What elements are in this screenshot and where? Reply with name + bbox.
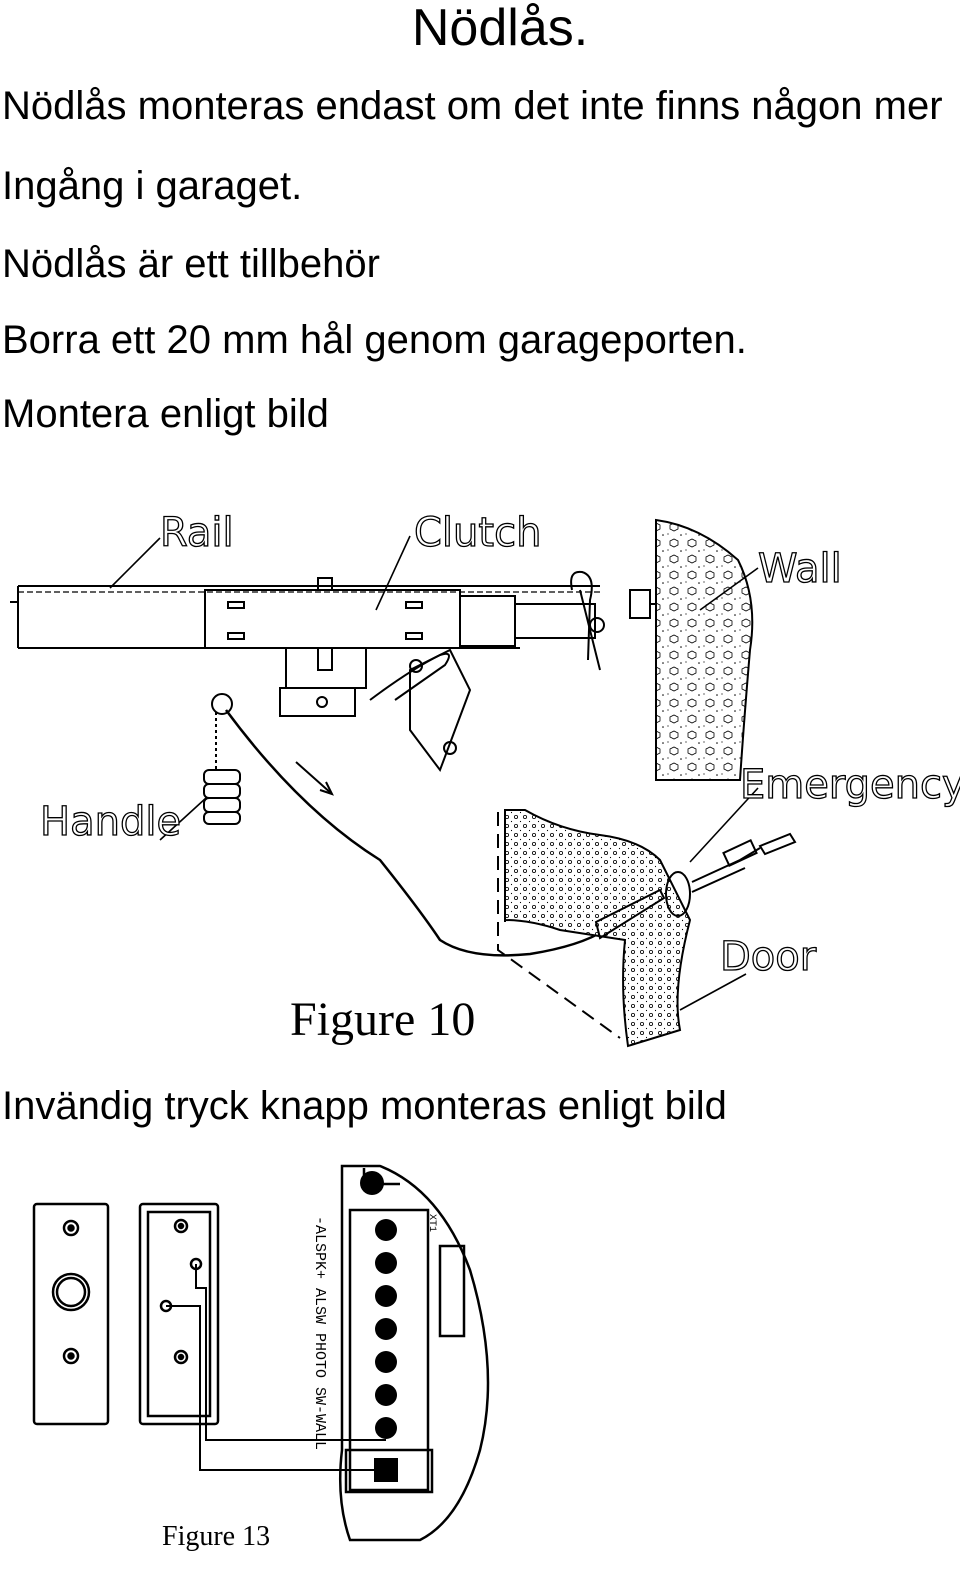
push-button-back <box>138 1202 220 1426</box>
intro-line-2: Ingång i garaget. <box>2 164 303 208</box>
section-2-heading: Invändig tryck knapp monteras enligt bil… <box>2 1084 727 1128</box>
emergency-label: Emergency <box>740 762 960 808</box>
emergency-lock-shape <box>594 832 797 940</box>
figure-13-diagram: -ALSPK+ ALSW PHOTO SW-WALL XT1 Figure 13 <box>32 1164 490 1552</box>
intro-line-1: Nödlås monteras endast om det inte finns… <box>2 84 943 128</box>
figure-10-diagram: Rail Clutch Wall Handle Emergency Door F… <box>10 509 960 1048</box>
figure-10-caption: Figure 10 <box>290 993 475 1046</box>
door-label: Door <box>720 934 817 980</box>
terminal-block-label: XT1 <box>426 1214 437 1232</box>
wall-shape <box>655 518 754 781</box>
page-title: Nödlås. <box>411 0 589 57</box>
intro-line-3: Nödlås är ett tillbehör <box>2 242 380 286</box>
handle-label: Handle <box>40 799 181 845</box>
push-button-face <box>32 1202 110 1426</box>
clutch-shape <box>204 577 596 773</box>
wall-label: Wall <box>758 546 842 592</box>
handle-shape <box>203 693 241 825</box>
control-board <box>338 1164 490 1542</box>
instruction-drill: Borra ett 20 mm hål genom garageporten. <box>2 318 747 362</box>
clutch-label: Clutch <box>414 510 541 556</box>
figure-13-caption: Figure 13 <box>162 1521 270 1552</box>
terminal-dots <box>360 1171 398 1482</box>
rail-label: Rail <box>160 510 234 556</box>
door-shape <box>497 809 692 1048</box>
instruction-mount: Montera enligt bild <box>2 392 329 436</box>
cable-shape <box>224 709 606 957</box>
terminal-label: -ALSPK+ ALSW PHOTO SW-WALL <box>311 1216 328 1450</box>
